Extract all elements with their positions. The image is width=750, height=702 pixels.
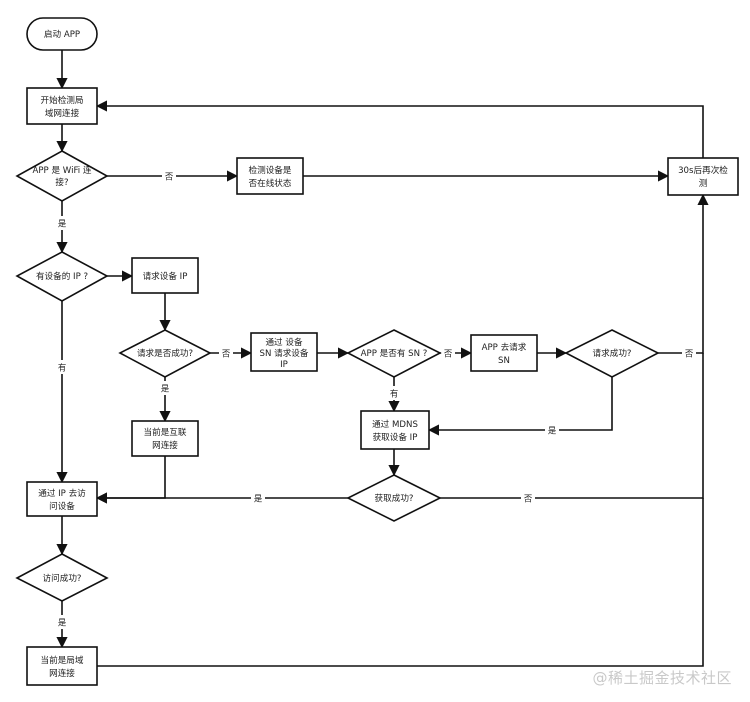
node-request-ok2-text: 请求成功? — [593, 347, 632, 359]
node-detect-lan-line2: 域网连接 — [45, 107, 80, 119]
label-hasip-yes: 有 — [58, 363, 66, 373]
node-internet-conn — [131, 420, 199, 457]
label-ok2-no: 否 — [685, 349, 694, 359]
node-visit-ip — [26, 481, 98, 517]
node-retry-30s-line1: 30s后再次检 — [678, 164, 728, 176]
node-sn-request-line3: IP — [280, 360, 288, 370]
node-request-ok2 — [564, 329, 660, 378]
node-mdns-line1: 通过 MDNS — [372, 418, 418, 430]
node-app-request-sn — [470, 334, 538, 372]
node-mdns — [360, 410, 430, 450]
label-getok-no: 否 — [524, 494, 533, 504]
node-start-text: 启动 APP — [44, 28, 80, 40]
node-check-online-line1: 检测设备是 — [249, 164, 292, 176]
node-detect-lan-line1: 开始检测局 — [41, 94, 84, 106]
edge-ok2-no — [658, 193, 709, 354]
node-sn-request-line1: 通过 设备 — [265, 336, 303, 348]
node-lan-conn-line1: 当前是局域 — [41, 654, 84, 666]
node-is-wifi-line2: 接? — [55, 176, 68, 188]
label-requestok-no: 否 — [222, 349, 231, 359]
node-check-online-line2: 否在线状态 — [249, 177, 292, 189]
label-hassn-no: 否 — [444, 349, 453, 359]
node-has-sn — [346, 329, 442, 378]
label-ok2-yes: 是 — [548, 426, 557, 436]
node-has-sn-text: APP 是否有 SN ? — [361, 347, 428, 359]
nodes: 启动 APP 开始检测局 域网连接 APP 是 WiFi 连 接? 检测设备是 … — [15, 17, 739, 686]
node-retry-30s — [667, 157, 739, 196]
node-sn-request — [250, 332, 318, 372]
node-is-wifi-line1: APP 是 WiFi 连 — [32, 164, 91, 176]
node-get-ok-text: 获取成功? — [375, 492, 414, 504]
label-getok-yes: 是 — [254, 494, 263, 504]
node-is-wifi — [15, 150, 109, 202]
node-retry-30s-line2: 测 — [699, 178, 708, 189]
node-sn-request-line2: SN 请求设备 — [260, 347, 309, 359]
label-wifi-yes: 是 — [58, 219, 67, 229]
node-app-request-sn-line1: APP 去请求 — [482, 341, 527, 353]
node-visit-ok-text: 访问成功? — [43, 572, 82, 584]
node-mdns-line2: 获取设备 IP — [373, 431, 418, 443]
node-request-ok — [118, 329, 212, 378]
node-internet-conn-line2: 网连接 — [152, 439, 178, 451]
node-internet-conn-line1: 当前是互联 — [144, 426, 187, 438]
node-has-ip — [15, 251, 109, 302]
node-has-ip-text: 有设备的 IP ? — [36, 270, 88, 282]
edge-internet-to-visit — [95, 456, 166, 504]
node-request-ip — [131, 257, 199, 294]
node-check-online — [236, 157, 304, 195]
edge-ok2-yes — [427, 377, 613, 436]
edge-retry-to-detect — [95, 100, 704, 158]
node-request-ok-text: 请求是否成功? — [137, 347, 193, 359]
node-request-ip-text: 请求设备 IP — [143, 270, 188, 282]
node-app-request-sn-line2: SN — [498, 356, 510, 366]
edge-lan-to-retry — [97, 498, 704, 667]
label-requestok-yes: 是 — [161, 384, 170, 394]
node-visit-ok — [15, 553, 109, 602]
watermark-text: @稀土掘金技术社区 — [592, 669, 732, 687]
node-lan-conn — [26, 646, 98, 686]
label-hassn-yes: 有 — [390, 389, 398, 399]
edge-labels: 否 是 有 否 是 否 有 否 是 是 否 是 — [55, 169, 696, 629]
node-start — [26, 17, 98, 51]
node-detect-lan — [26, 87, 98, 125]
edge-getok-no — [440, 353, 704, 499]
node-lan-conn-line2: 网连接 — [49, 667, 75, 679]
label-wifi-no: 否 — [165, 172, 174, 182]
node-visit-ip-line2: 问设备 — [49, 500, 75, 512]
node-visit-ip-line1: 通过 IP 去访 — [38, 487, 86, 499]
node-get-ok — [346, 474, 442, 522]
label-visitok-yes: 是 — [58, 618, 67, 628]
